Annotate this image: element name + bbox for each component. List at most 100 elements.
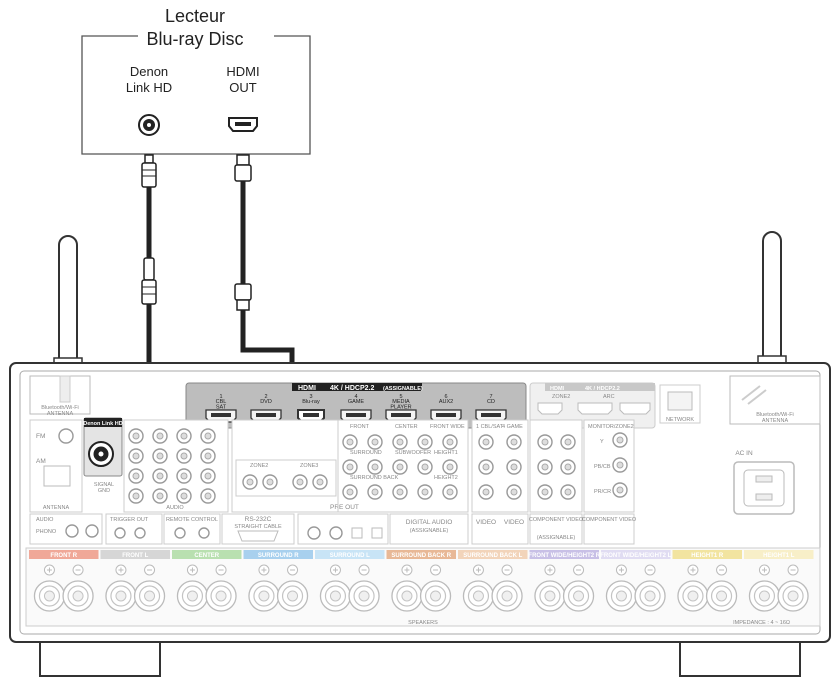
player-port-hdmi-line1: HDMI bbox=[226, 64, 259, 79]
comp-pb: PB/CB bbox=[594, 464, 611, 470]
audio-jack-center bbox=[132, 492, 140, 500]
hdmi-input-name: MEDIA bbox=[392, 399, 410, 405]
preout-jack-center bbox=[446, 438, 454, 446]
network-port: NETWORK bbox=[659, 384, 701, 424]
speaker-binding-post-center bbox=[329, 590, 341, 602]
preout-height2: HEIGHT2 bbox=[434, 475, 458, 481]
audio-label-2: AUDIO bbox=[36, 517, 54, 523]
audio-jack-center bbox=[204, 492, 212, 500]
preout-jack-center bbox=[421, 463, 429, 471]
component-assignable-label: (ASSIGNABLE) bbox=[537, 535, 576, 541]
preout-jack-center bbox=[346, 488, 354, 496]
audio-jack-center bbox=[204, 432, 212, 440]
hdmi-input-port-inner bbox=[481, 413, 501, 417]
bt-antenna-left-label-2: ANTENNA bbox=[47, 411, 74, 417]
audio-jack-center bbox=[156, 452, 164, 460]
fm-label: FM bbox=[36, 433, 45, 440]
speaker-label-band bbox=[744, 550, 814, 559]
video-jack-center bbox=[564, 488, 572, 496]
antenna-terminals: FM AM ANTENNA SIGNAL GND bbox=[29, 419, 114, 513]
antenna-left bbox=[53, 235, 83, 385]
bluray-player: Lecteur Blu-ray Disc Denon Link HD HDMI … bbox=[81, 6, 311, 155]
preout-jack-center bbox=[296, 478, 304, 486]
preout-jack-center bbox=[246, 478, 254, 486]
speaker-binding-post-center bbox=[401, 590, 413, 602]
speaker-label-band bbox=[29, 550, 99, 559]
audio-jack-center bbox=[204, 472, 212, 480]
hdmi-input-block: HDMI 4K / HDCP2.2 (ASSIGNABLE) 1CBLSAT2D… bbox=[185, 382, 527, 429]
preout-jack-center bbox=[396, 463, 404, 471]
speaker-label: FRONT L bbox=[122, 553, 148, 559]
preout-jack-center bbox=[316, 478, 324, 486]
audio-label: AUDIO bbox=[166, 505, 184, 511]
audio-jack-center bbox=[132, 432, 140, 440]
speaker-label-band bbox=[386, 550, 456, 559]
speaker-binding-post-center bbox=[115, 590, 127, 602]
hdmi-input-name: Blu-ray bbox=[302, 399, 320, 405]
video-jack-center bbox=[541, 463, 549, 471]
speaker-channel-5: SURROUND L bbox=[315, 550, 385, 612]
ac-in-label: AC IN bbox=[735, 450, 753, 457]
hdmi-input-name: AUX2 bbox=[439, 399, 453, 405]
speaker-label-band bbox=[601, 550, 671, 559]
preout-front: FRONT bbox=[350, 424, 370, 430]
preout-surround: SURROUND bbox=[350, 450, 382, 456]
speaker-channel-4: SURROUND R bbox=[243, 550, 313, 612]
player-title-line1: Lecteur bbox=[165, 6, 225, 26]
hdmi-input-number: 7 bbox=[489, 394, 492, 400]
hdmi-input-7: 7CD bbox=[475, 394, 507, 423]
video-jack-center bbox=[510, 488, 518, 496]
hdmi-input-number: 6 bbox=[444, 394, 447, 400]
preout-jack-center bbox=[346, 438, 354, 446]
preout-label: PRE OUT bbox=[330, 504, 359, 511]
preout-center: CENTER bbox=[395, 424, 418, 430]
preout-jack-center bbox=[446, 488, 454, 496]
speaker-label: FRONT WIDE/HEIGHT2 R bbox=[528, 553, 600, 559]
video-game: 4 GAME bbox=[502, 424, 523, 430]
hdmi-out-spec: 4K / HDCP2.2 bbox=[585, 386, 620, 392]
speaker-binding-post-center bbox=[716, 590, 728, 602]
preout-zone2: ZONE2 bbox=[250, 463, 268, 469]
video-jack-center bbox=[482, 463, 490, 471]
hdmi-out-zone2: ZONE2 bbox=[552, 394, 570, 400]
bt-antenna-right-label-1: Bluetooth/Wi-Fi bbox=[756, 412, 794, 418]
am-label: AM bbox=[36, 458, 46, 465]
video-label-2: VIDEO bbox=[504, 519, 524, 526]
speaker-channel-7: SURROUND BACK L bbox=[458, 550, 528, 612]
video-jack-center bbox=[616, 461, 624, 469]
speaker-label: FRONT R bbox=[50, 553, 77, 559]
speaker-binding-post-center bbox=[544, 590, 556, 602]
audio-jack-center bbox=[180, 432, 188, 440]
audio-jack-center bbox=[156, 472, 164, 480]
speaker-binding-post-center bbox=[43, 590, 55, 602]
speaker-label: HEIGHT1 R bbox=[691, 553, 724, 559]
denon-link-hd-label: Denon Link HD bbox=[83, 421, 122, 427]
hdmi-input-number: 3 bbox=[309, 394, 312, 400]
speaker-label-band bbox=[315, 550, 385, 559]
preout-jack-center bbox=[371, 438, 379, 446]
video-jack-center bbox=[482, 488, 490, 496]
network-label: NETWORK bbox=[666, 417, 694, 423]
speaker-binding-post-center bbox=[472, 590, 484, 602]
speaker-label: SURROUND BACK R bbox=[391, 553, 451, 559]
hdmi-input-port-inner bbox=[436, 413, 456, 417]
hdmi-input-port-inner bbox=[211, 413, 231, 417]
hdmi-input-number: 2 bbox=[264, 394, 267, 400]
trigger-out-label: TRIGGER OUT bbox=[110, 517, 149, 523]
speaker-label-band bbox=[529, 550, 599, 559]
preout-jack-center bbox=[266, 478, 274, 486]
video-jack-center bbox=[541, 438, 549, 446]
hdmi-input-name: CBL bbox=[216, 399, 227, 405]
speaker-binding-post-center bbox=[644, 590, 656, 602]
ac-in: AC IN bbox=[733, 450, 795, 515]
bt-antenna-right-panel: Bluetooth/Wi-Fi ANTENNA bbox=[729, 375, 821, 425]
bt-antenna-right-label-2: ANTENNA bbox=[762, 418, 789, 424]
hdmi-header: HDMI bbox=[298, 385, 316, 392]
speaker-binding-post-center bbox=[615, 590, 627, 602]
